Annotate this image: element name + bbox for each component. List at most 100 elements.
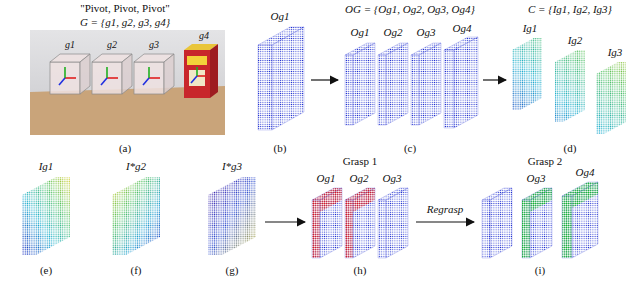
scene-photo: [164, 54, 174, 94]
scene-photo: [210, 44, 218, 98]
math-label: I*g2: [126, 160, 146, 173]
panel-letter: (b): [274, 142, 287, 155]
point-cloud: [353, 43, 375, 125]
point-cloud: [20, 175, 72, 257]
point-cloud: [444, 37, 478, 50]
scene-photo: [122, 54, 132, 94]
math-label: Og1: [271, 10, 290, 23]
panel-letter: (g): [226, 264, 239, 277]
grasp-region: [353, 188, 375, 212]
scene-photo: [197, 75, 206, 77]
grasp-title: Grasp 1: [343, 155, 378, 168]
point-cloud: [522, 200, 530, 258]
scene-photo: [30, 30, 225, 135]
flow-arrow: [311, 79, 338, 80]
point-cloud: [411, 43, 441, 55]
math-label: Ig1: [523, 22, 538, 35]
point-cloud: [411, 55, 419, 125]
math-label: I*g3: [222, 160, 242, 173]
point-cloud: [482, 200, 490, 258]
math-label: Og2: [350, 172, 369, 185]
math-label: Ig2: [568, 34, 583, 47]
gripper-label: g3: [149, 39, 159, 51]
scene-photo: [149, 77, 160, 79]
point-cloud: [312, 200, 320, 258]
scene-photo: [106, 67, 108, 78]
scene-photo: [134, 62, 164, 94]
math-label: Og2: [384, 26, 403, 39]
point-cloud: [386, 43, 408, 125]
grasp-title: Grasp 2: [528, 155, 563, 168]
point-cloud: [419, 43, 441, 125]
math-label: Og1: [351, 26, 370, 39]
grasp-region: [320, 188, 342, 212]
math-label: Og4: [453, 22, 472, 35]
point-cloud: [505, 35, 633, 137]
panel-letter: (i): [535, 264, 545, 277]
scene-photo: [196, 67, 198, 76]
scene-photo: [107, 77, 118, 79]
point-cloud: [562, 196, 572, 258]
flow-arrow: [265, 221, 305, 222]
scene-photo: [148, 67, 150, 78]
point-cloud: [378, 55, 386, 125]
scene-photo: [101, 78, 107, 85]
grasp-region: [522, 200, 530, 258]
panel-letter: (f): [131, 264, 142, 277]
flow-arrow: [265, 80, 506, 222]
math-label: Og3: [417, 26, 436, 39]
scene-photo: [187, 56, 207, 65]
scene-photo: [64, 67, 66, 78]
math-label: G = {g1, g2, g3, g4}: [80, 16, 170, 29]
point-cloud: [258, 45, 272, 130]
grasp-region: [312, 200, 320, 258]
math-label: C = {Ig1, Ig2, Ig3}: [528, 3, 612, 16]
math-label: OG = {Og1, Og2, Og3, Og4}: [345, 3, 475, 16]
point-cloud: [490, 188, 512, 258]
point-cloud: [206, 175, 258, 257]
grasp-region: [562, 196, 572, 258]
panel-letter: (h): [354, 264, 367, 277]
point-cloud: [320, 188, 342, 258]
grasp-region: [572, 182, 598, 208]
scene-photo: [80, 54, 90, 94]
point-cloud: [530, 188, 552, 258]
grasp-region: [312, 188, 375, 258]
scene-photo: [50, 54, 174, 94]
scene-photo: [184, 50, 210, 98]
gripper-label: g1: [65, 39, 75, 51]
gripper-label: g2: [107, 39, 117, 51]
math-label: Og3: [383, 172, 402, 185]
scene-photo: [65, 77, 76, 79]
point-cloud: [353, 188, 375, 258]
point-cloud: [378, 43, 408, 55]
math-label: Og1: [317, 172, 336, 185]
grasp-region: [530, 188, 552, 212]
panel-letter: (c): [404, 142, 416, 155]
arrow-label: Regrasp: [427, 203, 464, 216]
panel-letter: (d): [564, 142, 577, 155]
point-cloud: [110, 175, 162, 257]
math-label: Og3: [527, 172, 546, 185]
point-cloud: [444, 50, 454, 128]
point-cloud: [386, 188, 408, 258]
scene-photo: [59, 67, 160, 85]
point-cloud: [454, 37, 478, 128]
panel-letter: (a): [119, 142, 131, 155]
point-cloud: [378, 188, 408, 200]
math-label: Ig3: [608, 46, 623, 59]
scene-photo: [50, 62, 80, 94]
point-cloud: [258, 27, 304, 45]
point-cloud: [482, 188, 512, 200]
scene-photo: [92, 62, 122, 94]
scene-photo: [143, 78, 149, 85]
grasp-region: [522, 182, 598, 258]
flow-arrow: [483, 79, 506, 80]
scene-photo: [30, 30, 225, 135]
grasp-region: [345, 200, 353, 258]
point-cloud: [345, 200, 353, 258]
point-cloud: [345, 55, 353, 125]
scene-photo: [191, 76, 197, 83]
